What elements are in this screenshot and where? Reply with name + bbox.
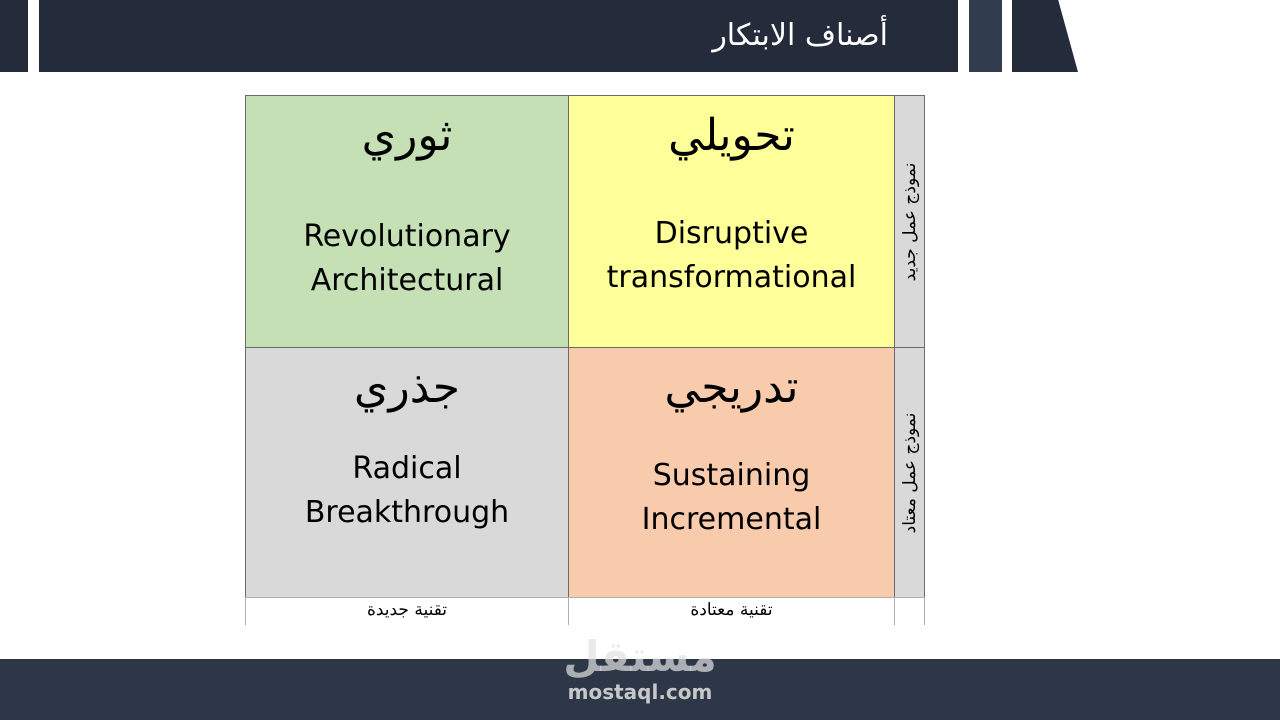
column-label-usual-technology: تقنية معتادة	[568, 597, 895, 625]
row-label-text: نموذج عمل جديد	[899, 162, 920, 281]
left-accent-bar	[0, 0, 28, 72]
innovation-matrix: ثوري Revolutionary Architectural تحويلي …	[245, 95, 925, 625]
quadrant-english-line2: transformational	[606, 260, 857, 295]
watermark-logo-arabic: مستقل	[563, 632, 717, 681]
quadrant-english-line2: Incremental	[641, 502, 822, 537]
row-label-usual-business-model: نموذج عمل معتاد	[894, 347, 925, 598]
watermark-logo-latin: mostaql.com	[567, 680, 713, 704]
quadrant-english-line1: Revolutionary	[303, 219, 511, 254]
quadrant-english-line1: Disruptive	[654, 216, 809, 251]
quadrant-sustaining: تدريجي Sustaining Incremental	[568, 347, 895, 598]
header-accent-block	[969, 0, 1002, 72]
title-bar: أصناف الابتكار	[39, 0, 958, 72]
column-label-new-technology: تقنية جديدة	[245, 597, 569, 625]
quadrant-arabic-label: ثوري	[361, 110, 453, 161]
quadrant-english-line1: Sustaining	[652, 458, 811, 493]
quadrant-english-line2: Architectural	[310, 263, 504, 298]
column-label-text: تقنية جديدة	[366, 600, 448, 620]
quadrant-revolutionary: ثوري Revolutionary Architectural	[245, 95, 569, 348]
column-label-text: تقنية معتادة	[690, 600, 773, 620]
row-label-new-business-model: نموذج عمل جديد	[894, 95, 925, 348]
quadrant-disruptive: تحويلي Disruptive transformational	[568, 95, 895, 348]
page-title: أصناف الابتكار	[712, 18, 888, 53]
row-label-text: نموذج عمل معتاد	[899, 412, 920, 533]
quadrant-english-line2: Breakthrough	[304, 495, 510, 530]
quadrant-english-line1: Radical	[352, 451, 462, 486]
quadrant-arabic-label: جذري	[354, 362, 460, 413]
corner-cell	[894, 597, 925, 625]
quadrant-radical: جذري Radical Breakthrough	[245, 347, 569, 598]
footer-bar	[0, 659, 1280, 720]
header-accent-triangle	[1012, 0, 1078, 72]
quadrant-arabic-label: تحويلي	[668, 110, 795, 161]
quadrant-arabic-label: تدريجي	[664, 362, 799, 413]
